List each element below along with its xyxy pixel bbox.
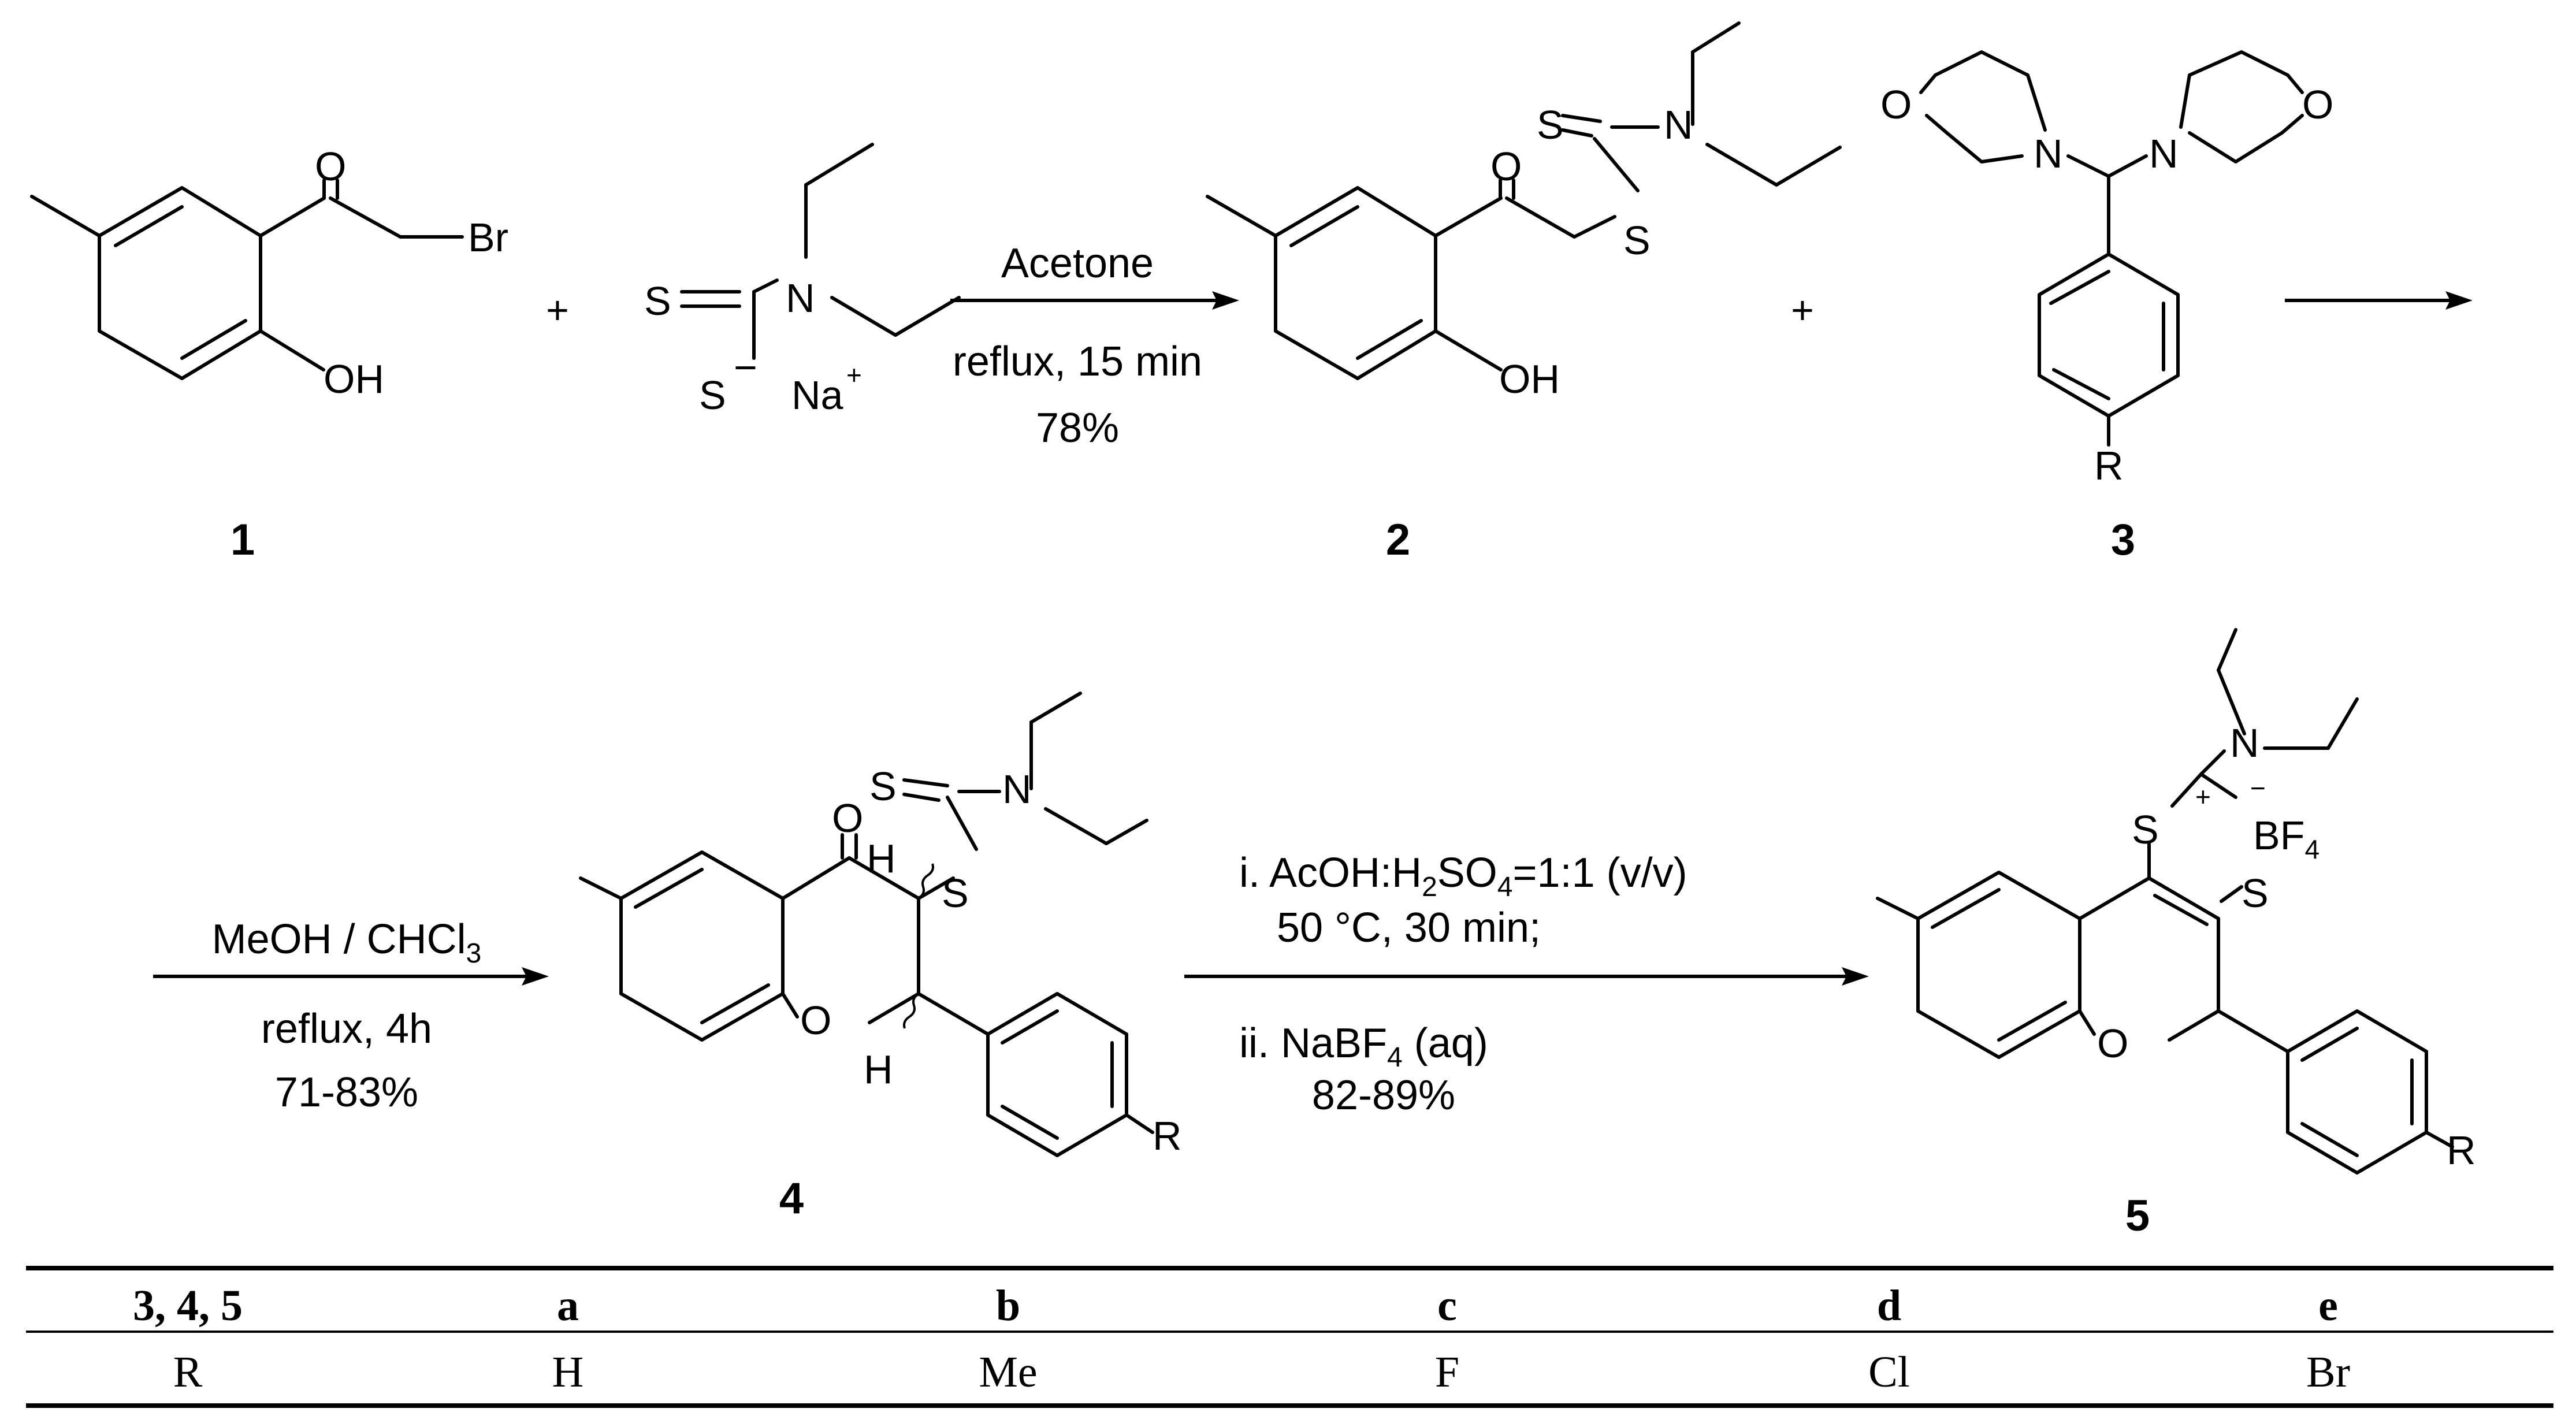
arrow-condition-text: MeOH / CHCl [212, 916, 466, 963]
compound-4: O S N H S O H R 4 [579, 692, 1182, 1223]
atom-label: R [1153, 1113, 1182, 1158]
table-cell: R [173, 1348, 203, 1396]
atom-label: O [315, 144, 346, 189]
table-header-cell: d [1877, 1281, 1901, 1330]
subscript: 4 [1497, 872, 1513, 902]
subscript: 3 [466, 938, 482, 969]
compound-2: O S S N OH 2 [1206, 21, 1842, 564]
arrow-condition: 50 °C, 30 min; [1277, 905, 1541, 951]
table-header-cell: c [1437, 1281, 1457, 1330]
arrow-condition: ii. NaBF4 (aq) [1239, 1020, 1488, 1073]
atom-label: N [2149, 131, 2179, 176]
atom-label: S [699, 373, 726, 418]
table-header-cell: 3, 4, 5 [133, 1281, 243, 1330]
compound-number: 5 [2125, 1191, 2150, 1240]
arrow-condition: 71-83% [275, 1069, 418, 1116]
atom-label: Na [791, 373, 843, 418]
atom-label: H [864, 1047, 893, 1092]
arrow-condition-text: =1:1 (v/v) [1513, 850, 1687, 896]
arrow-condition-text: SO [1437, 850, 1497, 896]
atom-label: N [1664, 102, 1693, 147]
arrow-condition-text: ii. NaBF [1239, 1020, 1387, 1066]
atom-label-text: BF [2253, 813, 2304, 858]
atom-label: R [2094, 443, 2124, 488]
subscript: 4 [2304, 834, 2319, 864]
atom-label: OH [324, 356, 384, 402]
table-cell: H [552, 1348, 584, 1396]
atom-label: N [786, 276, 815, 321]
atom-label: OH [1499, 356, 1560, 402]
subscript: 4 [1387, 1042, 1403, 1073]
compound-1: O Br OH 1 [30, 144, 508, 564]
table-header-cell: e [2318, 1281, 2338, 1330]
arrow-condition: reflux, 4h [261, 1006, 432, 1052]
atom-label: S [2242, 871, 2269, 916]
atom-label: S [1537, 102, 1564, 147]
atom-label: N [1002, 767, 1032, 812]
table-cell: Br [2306, 1348, 2350, 1396]
atom-label: S [2132, 807, 2159, 852]
arrow-condition: MeOH / CHCl3 [212, 916, 482, 969]
atom-label: S [644, 278, 671, 324]
plus-sign: + [1791, 288, 1814, 332]
atom-label: H [867, 836, 896, 881]
reaction-arrow-4: i. AcOH:H2SO4=1:1 (v/v) 50 °C, 30 min; i… [1184, 850, 1869, 1118]
atom-label: O [2302, 82, 2333, 127]
substituent-table: 3, 4, 5 a b c d e R H Me F Cl Br [26, 1266, 2553, 1408]
charge-label: + [846, 360, 862, 390]
atom-label: S [1623, 218, 1651, 263]
atom-label: O [1490, 144, 1522, 189]
charge-label: − [734, 345, 757, 390]
atom-label: S [869, 764, 897, 809]
atom-label: N [2034, 131, 2063, 176]
arrow-condition: i. AcOH:H2SO4=1:1 (v/v) [1239, 850, 1687, 902]
table-cell: Cl [1868, 1348, 1910, 1396]
atom-label: BF4 [2253, 813, 2319, 864]
atom-label: O [1880, 82, 1912, 127]
compound-number: 4 [779, 1174, 804, 1223]
arrow-condition: 78% [1036, 405, 1119, 451]
atom-label: O [832, 796, 863, 841]
arrow-condition: reflux, 15 min [953, 339, 1202, 385]
compound-number: 1 [231, 515, 255, 564]
compound-5: N + − BF4 S S O R 5 [1876, 628, 2476, 1240]
arrow-condition: 82-89% [1312, 1072, 1455, 1118]
plus-sign: + [546, 288, 569, 332]
reaction-arrow-1: Acetone reflux, 15 min 78% [950, 240, 1239, 451]
atom-label: S [942, 871, 969, 916]
arrow-condition-text: i. AcOH:H [1239, 850, 1422, 896]
atom-label: Br [468, 215, 508, 260]
subscript: 2 [1422, 872, 1437, 902]
table-cell: Me [979, 1348, 1037, 1396]
table-header-cell: b [996, 1281, 1020, 1330]
atom-label: O [2097, 1021, 2128, 1066]
compound-number: 2 [1386, 515, 1410, 564]
compound-number: 3 [2111, 515, 2135, 564]
atom-label: N [2230, 720, 2259, 765]
reaction-arrow-2 [2285, 291, 2473, 310]
table-header-cell: a [557, 1281, 579, 1330]
atom-label: O [800, 998, 831, 1043]
reaction-arrow-3: MeOH / CHCl3 reflux, 4h 71-83% [153, 916, 549, 1116]
compound-3: O N N O R 3 [1880, 50, 2333, 564]
reagent-dithiocarbamate: S N S − Na + [644, 143, 961, 418]
arrow-condition: Acetone [1001, 240, 1154, 287]
charge-label: + [2195, 782, 2211, 812]
charge-label: − [2250, 773, 2266, 803]
table-cell: F [1435, 1348, 1459, 1396]
arrow-condition-text: (aq) [1403, 1020, 1488, 1066]
atom-label: R [2447, 1128, 2476, 1173]
